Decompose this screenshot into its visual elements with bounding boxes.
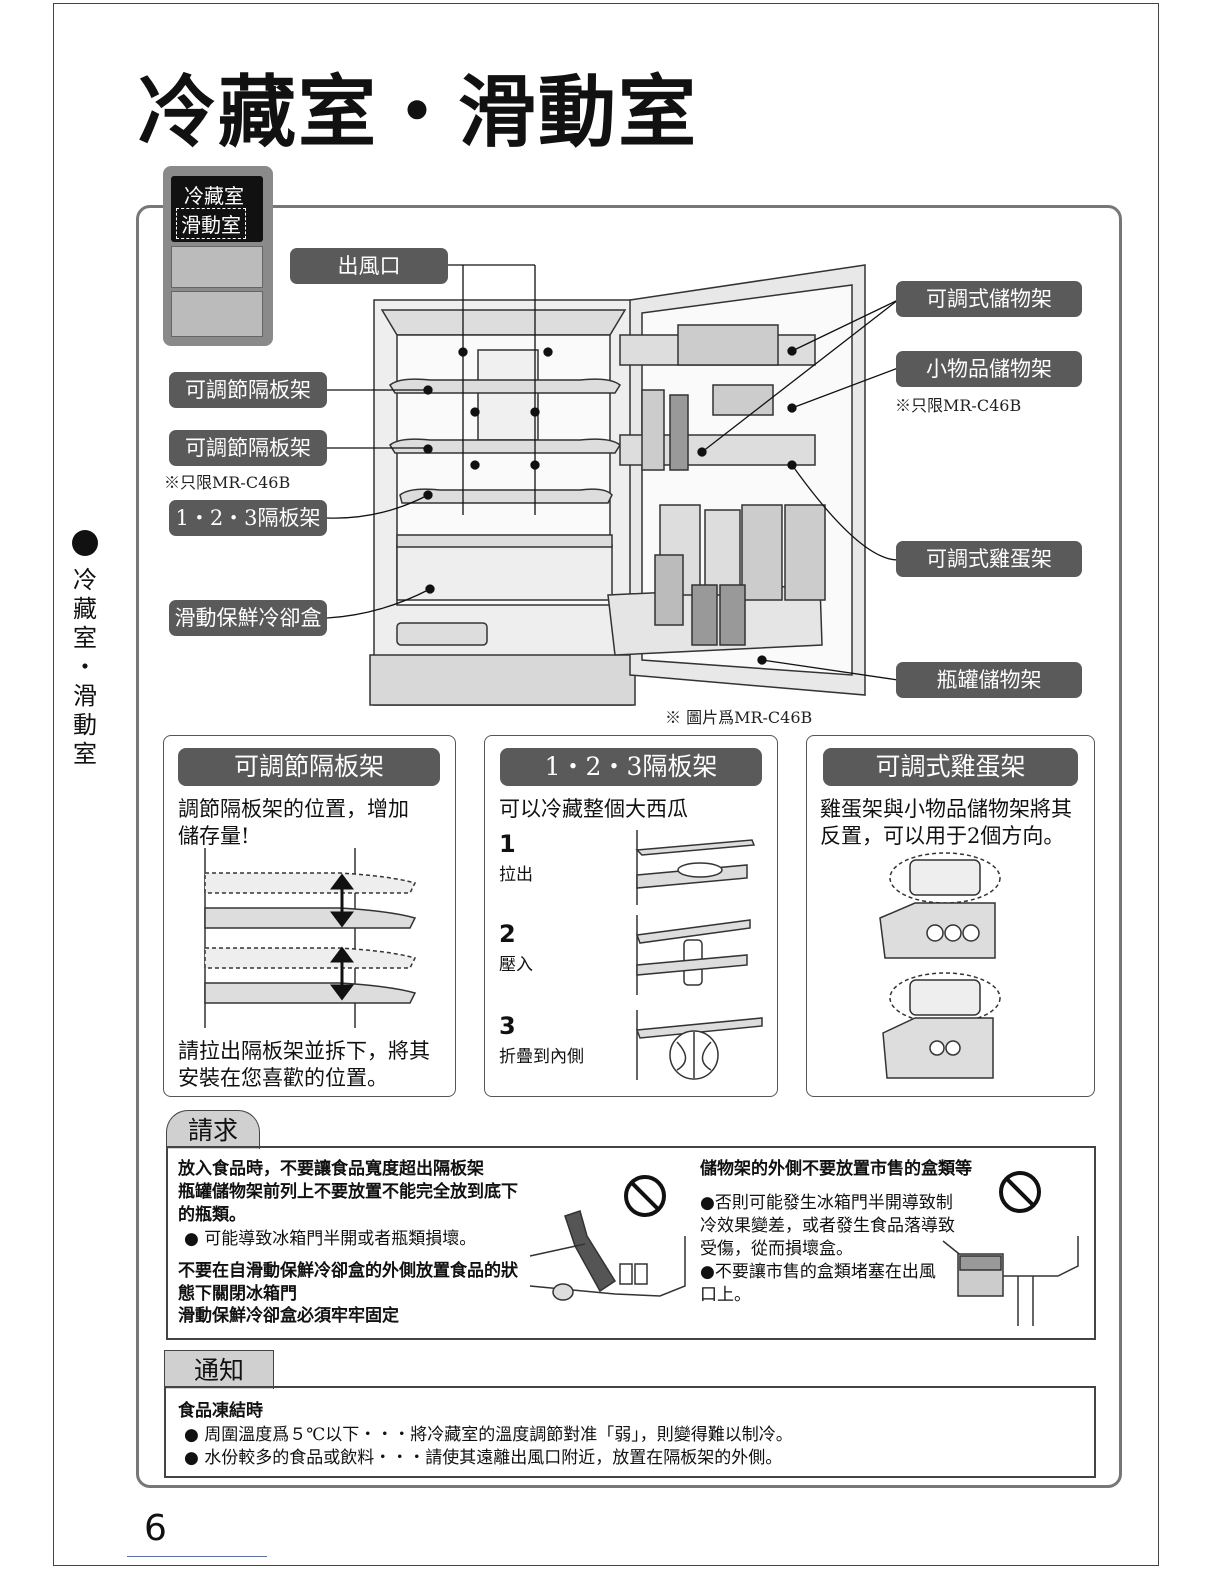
step1-number: 1 (499, 830, 516, 858)
mini-fridge-middle (171, 246, 263, 288)
folding-steps-illustration (635, 830, 763, 1080)
section-dot-icon (72, 530, 98, 556)
box2-desc: 可以冷藏整個大西瓜 (499, 797, 688, 821)
notice-bullet2: ● 水份較多的食品或飲料・・・請使其遠離出風口附近，放置在隔板架的外側。 (184, 1448, 783, 1468)
box3-desc: 雞蛋架與小物品儲物架將其反置，可以用于2個方向。 (820, 797, 1072, 848)
picture-note: ※ 圖片爲MR-C46B (665, 708, 813, 727)
label-slide-box: 滑動保鮮冷卻盒 (169, 600, 327, 636)
request-right-bullet2: ●不要讓市售的盒類堵塞在出風口上。 (700, 1262, 936, 1305)
page-border (53, 3, 1159, 1566)
fridge-illustration (369, 264, 866, 706)
request-line4: 滑動保鮮冷卻盒必須牢牢固定 (178, 1306, 399, 1326)
bottle-warning-illustration (529, 1175, 686, 1301)
box-folding-shelf (484, 735, 778, 1097)
box1-desc: 調節隔板架的位置，增加儲存量! (178, 797, 409, 848)
egg-rack-illustration (879, 852, 1001, 1079)
request-tab: 請求 (166, 1110, 260, 1149)
box2-title: 1・2・3隔板架 (500, 748, 762, 786)
page-title: 冷藏室・滑動室 (138, 67, 699, 158)
label-folding-shelf: 1・2・3隔板架 (169, 500, 327, 536)
box-warning-illustration (942, 1171, 1079, 1326)
request-box (166, 1146, 1096, 1340)
notice-box (164, 1386, 1096, 1478)
label-egg-rack: 可調式雞蛋架 (896, 541, 1082, 577)
mini-fridge-top (171, 176, 263, 242)
notice-tab: 通知 (164, 1350, 274, 1389)
request-right-bullet1: ●否則可能發生冰箱門半開導致制冷效果變差，或者發生食品落導致受傷，從而損壞盒。 (700, 1193, 955, 1259)
request-right-title: 儲物架的外側不要放置市售的盒類等 (700, 1159, 972, 1179)
label-adjustable-shelf-2: 可調節隔板架 (169, 430, 327, 466)
step2-number: 2 (499, 920, 516, 948)
request-bullet: ● 可能導致冰箱門半開或者瓶類損壞。 (184, 1229, 477, 1249)
footer-line (127, 1556, 267, 1557)
note-model-right: ※只限MR-C46B (895, 396, 1022, 415)
label-bottle-shelf: 瓶罐儲物架 (896, 662, 1082, 698)
main-panel (136, 205, 1122, 1488)
note-model-left: ※只限MR-C46B (164, 473, 291, 492)
step2-text: 壓入 (499, 955, 533, 975)
mini-fridge-label-highlight: 滑動室 (176, 208, 246, 239)
box1-title: 可調節隔板架 (178, 748, 440, 786)
request-line3: 不要在自滑動保鮮冷卻盒的外側放置食品的狀態下關閉冰箱門 (178, 1261, 518, 1304)
step3-text: 折疊到內側 (499, 1047, 584, 1067)
box3-title: 可調式雞蛋架 (823, 748, 1078, 786)
side-section-label: 冷藏室・滑動室 (73, 566, 97, 768)
page-number: 6 (144, 1508, 167, 1549)
label-small-items: 小物品儲物架 (896, 351, 1082, 387)
notice-heading: 食品凍結時 (178, 1401, 263, 1421)
request-line1: 放入食品時，不要讓食品寬度超出隔板架 (178, 1159, 484, 1179)
shelf-adjust-illustration (204, 848, 417, 1028)
step3-number: 3 (499, 1012, 516, 1040)
notice-bullet1: ● 周圍溫度爲５℃以下・・・將冷藏室的溫度調節對准「弱」，則變得難以制冷。 (184, 1425, 793, 1445)
mini-fridge-bottom (171, 291, 263, 337)
box1-footer: 請拉出隔板架並拆下，將其安裝在您喜歡的位置。 (178, 1039, 430, 1090)
request-line2: 瓶罐儲物架前列上不要放置不能完全放到底下的瓶類。 (178, 1182, 518, 1225)
step1-text: 拉出 (499, 865, 533, 885)
label-adjustable-shelf-1: 可調節隔板架 (169, 372, 327, 408)
mini-fridge-label-top: 冷藏室 (184, 184, 244, 208)
label-air-outlet: 出風口 (290, 248, 448, 284)
leader-lines (326, 299, 899, 681)
label-door-shelf: 可調式儲物架 (896, 281, 1082, 317)
